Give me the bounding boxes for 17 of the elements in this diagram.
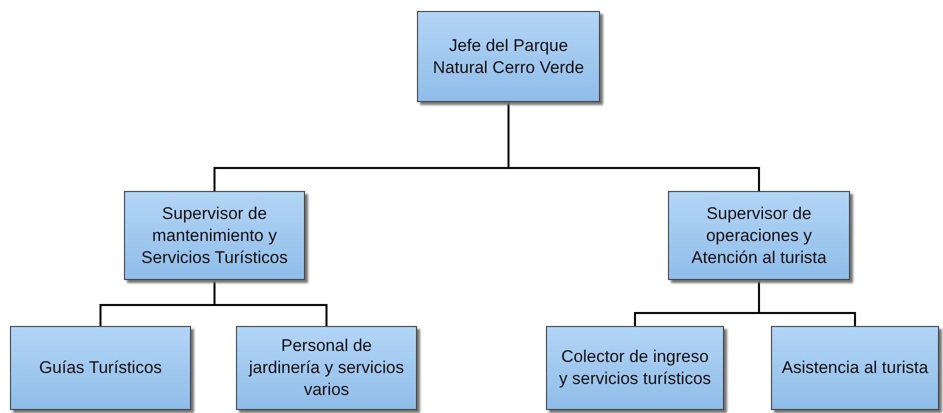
box-label: Jefe del Parque Natural Cerro Verde [432, 34, 586, 78]
box-label: Supervisor de operaciones y Atención al turista [690, 202, 828, 268]
org-box [10, 326, 191, 410]
box-label: Guías Turísticos [39, 357, 162, 379]
box-label: Supervisor de mantenimiento y Servicios Turísticos [140, 202, 289, 268]
box-label: Asistencia al turista [782, 357, 928, 379]
org-box [668, 191, 850, 280]
connector-line [758, 280, 856, 326]
box-label: Colector de ingreso y servicios turísticos [558, 346, 712, 390]
org-box [417, 11, 600, 102]
connector-line [214, 280, 328, 326]
org-box [771, 326, 939, 410]
connector-line [508, 102, 760, 191]
org-box [546, 326, 724, 410]
box-label: Personal de jardinería y servicios varios [248, 335, 405, 401]
org-box [236, 326, 417, 410]
org-box [124, 191, 305, 280]
